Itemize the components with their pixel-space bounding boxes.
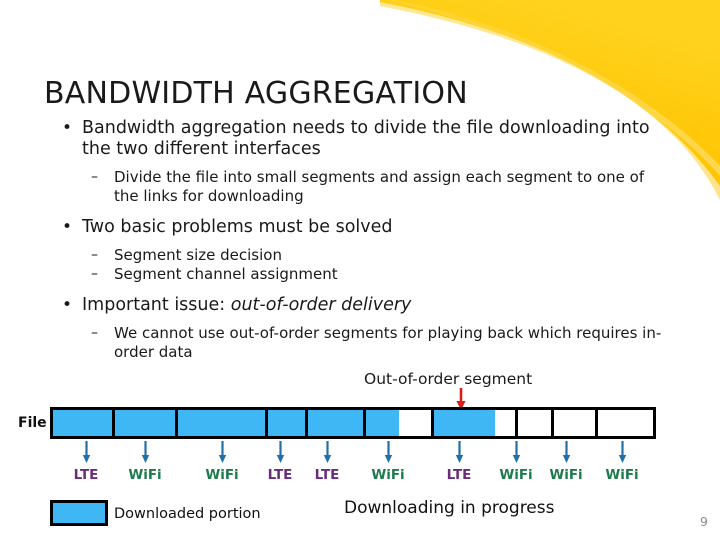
segment-link-label-wifi: WiFi [549,467,583,483]
bullet-marker-icon: • [62,118,73,138]
segment-link-label-wifi: WiFi [499,467,533,483]
bullet-level1: • Bandwidth aggregation needs to divide … [44,118,664,160]
segment-link-arrow-icon [82,441,90,463]
bullet-level2: – We cannot use out-of-order segments fo… [44,324,664,361]
bullet-text: Bandwidth aggregation needs to divide th… [82,118,650,159]
out-of-order-callout-label: Out-of-order segment [364,370,533,388]
file-segment-bar [50,407,656,439]
slide-body: • Bandwidth aggregation needs to divide … [44,118,664,361]
bullet-text: Divide the file into small segments and … [114,168,645,205]
file-segment [366,410,435,436]
dash-marker-icon: – [91,247,98,263]
bullet-text: We cannot use out-of-order segments for … [114,324,662,361]
segment-link-label-wifi: WiFi [371,467,405,483]
slide-title: BANDWIDTH AGGREGATION [44,76,468,111]
segment-downloaded-fill [434,410,495,436]
file-segment [598,410,653,436]
dash-marker-icon: – [91,325,98,341]
bullet-text-emphasis: out-of-order delivery [230,295,412,315]
downloading-in-progress-label: Downloading in progress [344,498,555,518]
bullet-level1: • Important issue: out-of-order delivery [44,295,664,316]
dash-marker-icon: – [91,265,98,282]
segment-link-label-wifi: WiFi [128,467,162,483]
bullet-text: Important issue: [82,295,231,315]
segment-link-label-lte: LTE [73,467,99,483]
bullet-text: Segment size decision [114,246,282,264]
segment-link-label-wifi: WiFi [205,467,239,483]
dash-marker-icon: – [91,169,98,185]
segment-link-label-lte: LTE [267,467,293,483]
segment-link-label-lte: LTE [446,467,472,483]
segment-link-label-wifi: WiFi [605,467,639,483]
out-of-order-arrow-icon [456,388,466,410]
bullet-level2: – Segment channel assignment [44,265,664,284]
file-segment [434,410,518,436]
bullet-level1: • Two basic problems must be solved [44,217,664,238]
segment-downloaded-fill [115,410,175,436]
legend-downloaded-label: Downloaded portion [114,506,261,522]
file-segment [267,410,308,436]
segment-link-arrow-icon [455,441,463,463]
segment-link-arrow-icon [384,441,392,463]
segment-link-arrow-icon [276,441,284,463]
segment-link-arrow-icon [562,441,570,463]
segment-link-label-lte: LTE [314,467,340,483]
segment-link-arrow-icon [618,441,626,463]
bullet-marker-icon: • [62,295,73,315]
segment-downloaded-fill [177,410,265,436]
file-segment [115,410,178,436]
file-segment [553,410,599,436]
bullet-text: Two basic problems must be solved [82,217,393,237]
file-segment [177,410,268,436]
file-segment [307,410,367,436]
segment-link-arrow-icon [323,441,331,463]
bullet-level2: – Segment size decision [44,246,664,265]
segment-downloaded-fill [267,410,305,436]
segment-link-arrow-icon [141,441,149,463]
file-segment [53,410,116,436]
file-label: File [18,415,47,431]
segment-link-arrow-icon [218,441,226,463]
legend-color-swatch [50,500,108,526]
segment-downloaded-fill [366,410,399,436]
segment-link-arrow-icon [512,441,520,463]
bullet-level2: – Divide the file into small segments an… [44,168,664,205]
page-number: 9 [700,514,708,529]
segment-downloaded-fill [307,410,364,436]
segment-downloaded-fill [53,410,113,436]
file-segment [517,410,554,436]
bullet-marker-icon: • [62,217,73,237]
bullet-text: Segment channel assignment [114,264,338,283]
